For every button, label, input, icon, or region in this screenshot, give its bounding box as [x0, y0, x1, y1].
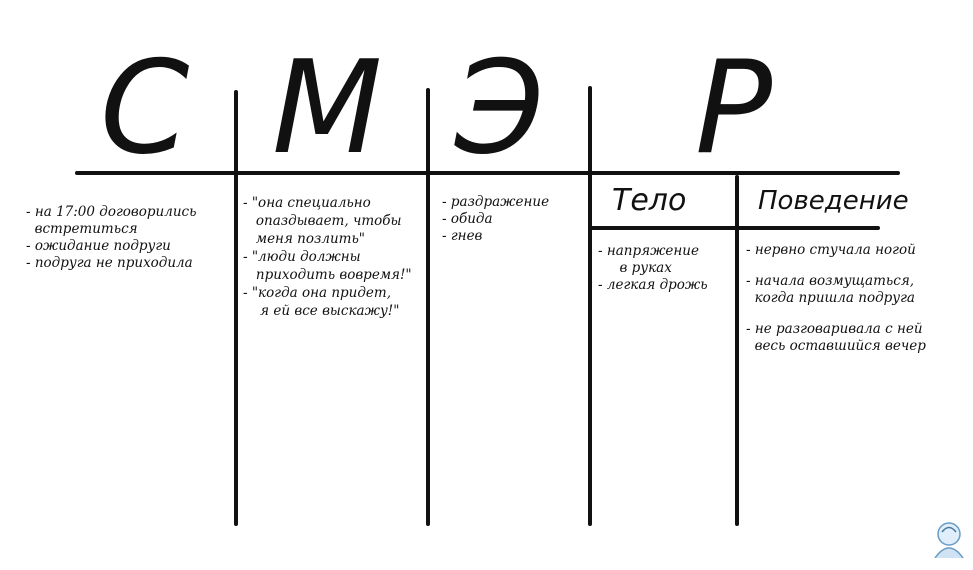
header-s: С [100, 34, 190, 183]
list-item: - подруга не приходила [26, 255, 193, 271]
subheader-divider [590, 226, 880, 230]
column-behavior: - нервно стучала ногой - начала возмущат… [746, 242, 926, 355]
list-item: - гнев [442, 228, 483, 244]
header-r: Р [695, 34, 773, 183]
list-item: - ожидание подруги [26, 238, 171, 254]
list-item: я ей все выскажу!" [243, 303, 400, 319]
list-item: опаздывает, чтобы [243, 213, 402, 229]
list-item: - нервно стучала ногой [746, 242, 916, 258]
avatar-logo-icon [934, 522, 964, 558]
header-divider [75, 171, 900, 175]
list-item: - "когда она придет, [243, 285, 391, 301]
list-item: весь оставшийся вечер [746, 338, 926, 354]
list-item: - начала возмущаться, [746, 273, 915, 289]
column-divider-3 [588, 86, 592, 526]
list-item: приходить вовремя!" [243, 267, 412, 283]
list-item: когда пришла подруга [746, 290, 915, 306]
list-item: в руках [598, 260, 672, 276]
list-item: меня позлить" [243, 231, 366, 247]
column-divider-1 [234, 90, 238, 526]
column-divider-4 [735, 175, 739, 526]
list-item: встретиться [26, 221, 138, 237]
column-thoughts: - "она специально опаздывает, чтобы меня… [243, 194, 412, 320]
subheader-behavior: Поведение [758, 186, 909, 216]
list-item: - обида [442, 211, 493, 227]
header-m: М [272, 34, 383, 183]
column-divider-2 [426, 88, 430, 526]
list-item: - не разговаривала с ней [746, 321, 923, 337]
column-emotions: - раздражение - обида - гнев [442, 194, 549, 245]
column-body: - напряжение в руках - легкая дрожь [598, 243, 708, 294]
list-item: - напряжение [598, 243, 699, 259]
list-item: - на 17:00 договорились [26, 204, 197, 220]
list-item: - легкая дрожь [598, 277, 708, 293]
list-item: - "люди должны [243, 249, 361, 265]
header-e: Э [455, 34, 545, 183]
list-item: - "она специально [243, 195, 371, 211]
subheader-body: Тело [612, 183, 687, 218]
column-situation: - на 17:00 договорились встретиться - ож… [26, 204, 196, 272]
list-item: - раздражение [442, 194, 550, 210]
